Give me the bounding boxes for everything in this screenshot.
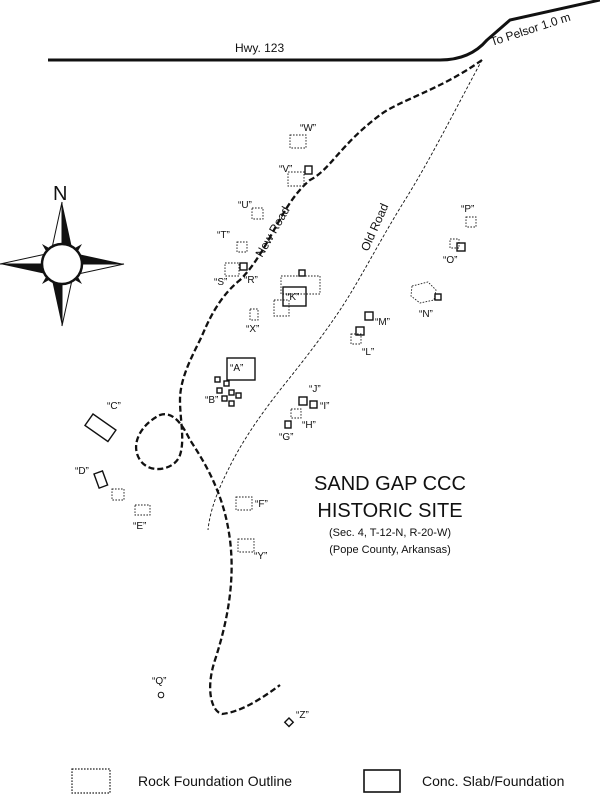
site-v-slab — [304, 165, 313, 175]
site-k-rock-lower — [273, 299, 290, 317]
site-k-slab — [282, 286, 307, 307]
site-e-rock — [134, 504, 151, 516]
site-t-label: “T” — [217, 230, 230, 241]
highway-label: Hwy. 123 — [235, 41, 284, 55]
site-w-rock — [289, 134, 307, 149]
site-e-rock-upper — [111, 488, 125, 501]
site-k-slab-small — [298, 269, 306, 277]
compass-rose-icon — [0, 201, 125, 327]
site-f-label: “F” — [255, 499, 268, 510]
site-l-slab — [355, 326, 365, 336]
site-r-label: “R” — [244, 275, 258, 286]
site-l-label: “L” — [362, 347, 374, 358]
compass-north-letter: N — [53, 183, 67, 205]
site-s-label: “S” — [214, 277, 227, 288]
site-u-label: “U” — [238, 200, 252, 211]
map-title-line2: HISTORIC SITE — [317, 500, 462, 522]
site-y-label: “Y” — [254, 551, 267, 562]
site-g-label: “G” — [279, 432, 293, 443]
site-z-slab — [283, 717, 295, 728]
map-subtitle-line1: (Sec. 4, T-12-N, R-20-W) — [329, 527, 451, 539]
site-j-label: “J” — [309, 384, 321, 395]
new-road-line — [134, 59, 483, 716]
legend-rock-swatch — [71, 768, 111, 794]
new-road-label: New Road — [252, 204, 292, 260]
old-road-label: Old Road — [358, 201, 391, 253]
site-o-slab — [456, 242, 466, 252]
map-title-line1: SAND GAP CCC — [314, 473, 466, 495]
site-k-label: “K” — [286, 292, 299, 303]
site-f-rock — [235, 496, 253, 511]
site-t-rock — [236, 241, 248, 253]
site-n-label: “N” — [419, 309, 433, 320]
old-road-line — [207, 59, 483, 531]
site-y-rock — [237, 538, 255, 553]
site-x-rock — [249, 308, 259, 321]
legend-slab-swatch — [363, 769, 401, 793]
site-q-label: “Q” — [152, 676, 166, 687]
site-e-label: “E” — [133, 521, 146, 532]
site-h-label: “H” — [302, 420, 316, 431]
site-z-label: “Z” — [296, 710, 309, 721]
site-i-label: “I” — [320, 401, 329, 412]
map-subtitle-line2: (Pope County, Arkansas) — [329, 544, 450, 556]
site-u-rock — [251, 207, 264, 220]
legend-slab-label: Conc. Slab/Foundation — [422, 773, 564, 789]
site-j-slab — [298, 396, 308, 406]
site-n-rock — [410, 281, 437, 304]
site-q-marker — [157, 691, 165, 699]
site-d-slab — [93, 470, 109, 489]
site-w-label: “W” — [300, 123, 316, 134]
site-l-rock — [350, 333, 362, 345]
site-r-slab — [239, 262, 248, 271]
site-a-label: “A” — [230, 363, 243, 374]
highway-123-line — [48, 0, 600, 62]
site-b-slab-cluster — [214, 376, 242, 407]
site-i-slab — [309, 400, 318, 409]
site-h-rock — [290, 408, 302, 419]
site-c-label: “C” — [107, 401, 121, 412]
site-p-rock — [465, 216, 477, 228]
site-b-label: “B” — [205, 395, 218, 406]
site-m-label: “M” — [375, 317, 390, 328]
site-n-slab — [434, 293, 442, 301]
site-a-slab — [226, 357, 256, 381]
site-s-rock — [224, 262, 240, 277]
legend-rock-label: Rock Foundation Outline — [138, 773, 292, 789]
site-p-label: “P” — [461, 204, 474, 215]
site-c-slab — [83, 413, 117, 443]
site-d-label: “D” — [75, 466, 89, 477]
site-x-label: “X” — [246, 324, 259, 335]
site-m-slab — [364, 311, 374, 321]
site-v-label: “V” — [279, 164, 292, 175]
site-o-label: “O” — [443, 255, 457, 266]
site-g-slab — [284, 420, 292, 429]
